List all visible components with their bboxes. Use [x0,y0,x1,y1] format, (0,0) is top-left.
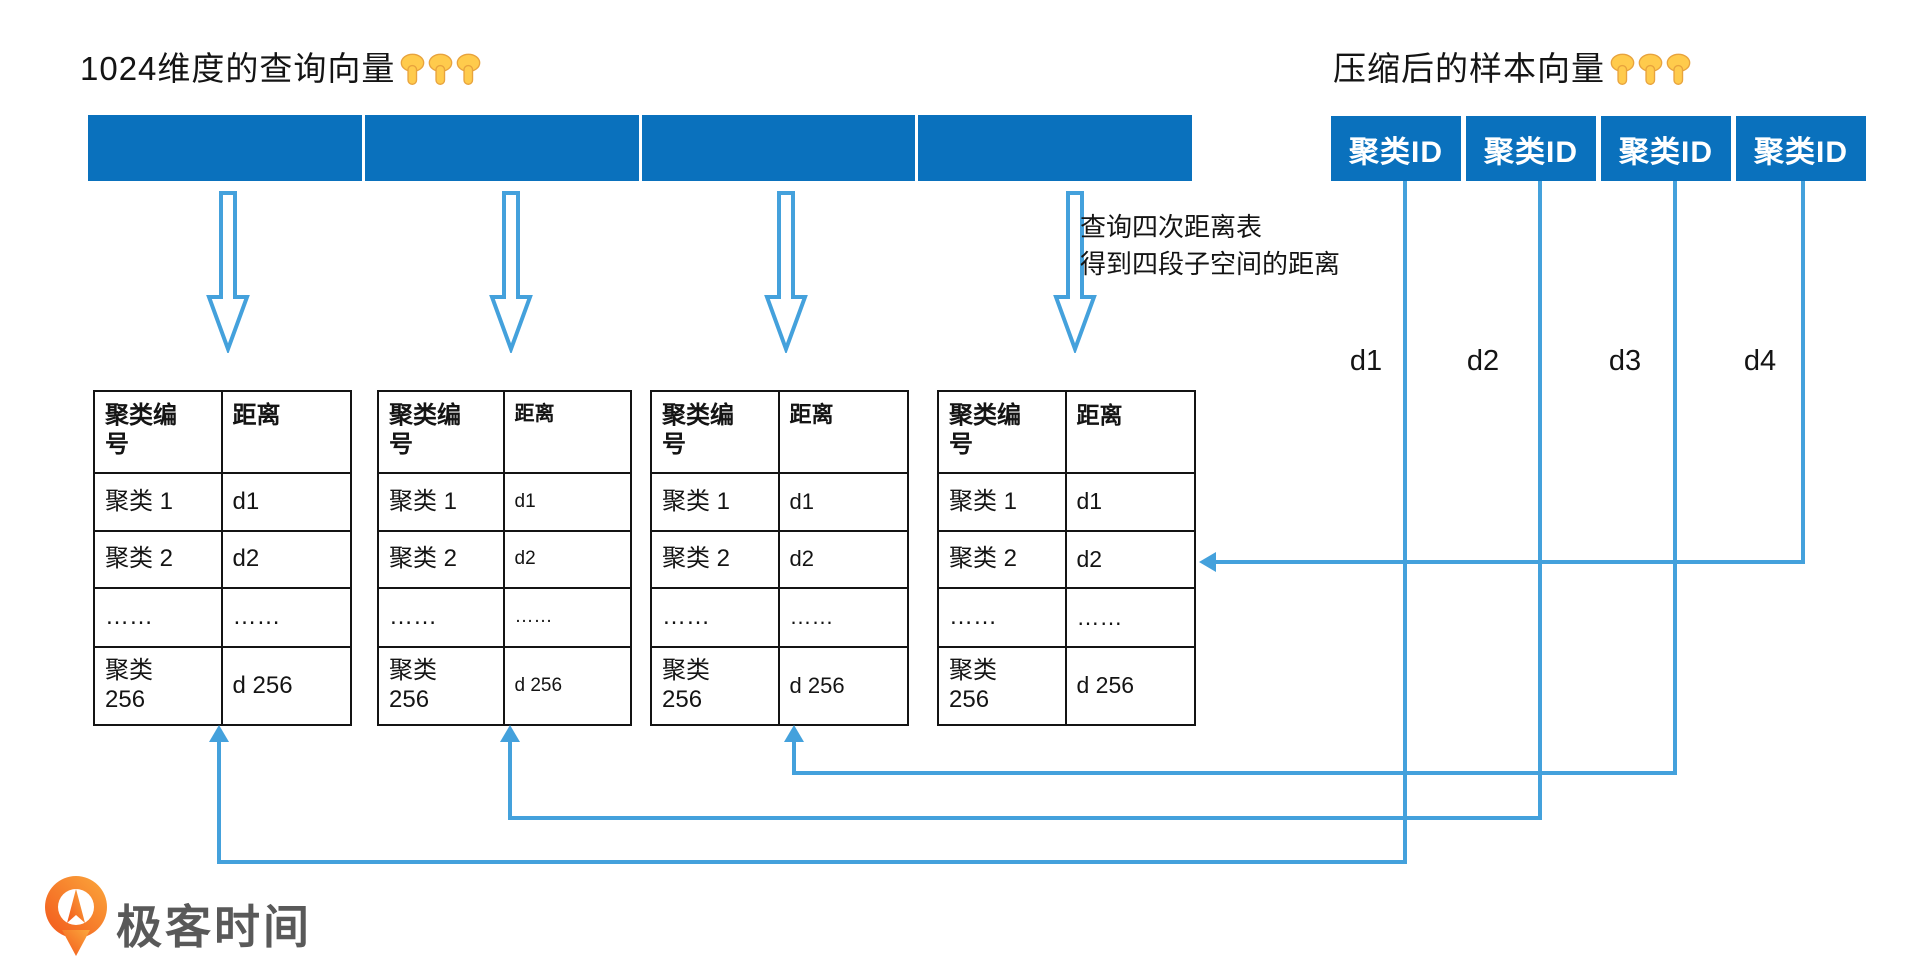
table-2-row-2-cluster: 聚类 2 [379,532,505,589]
table-3-row-1-distance: d1 [779,474,907,532]
cluster-id-cell-2: 聚类ID [1466,116,1596,181]
query-vector-segment-2 [364,115,639,181]
pointing-down-emoji [455,53,482,87]
geektime-brand-text: 极客时间 [116,901,312,953]
table-1-row-4-distance: d 256 [232,671,293,699]
down-arrow-icon [489,191,533,355]
table-3-header-cluster-number: 聚类编 号 [652,392,780,474]
annotation-line-1: 查询四次距离表 [1080,212,1263,242]
geektime-logo [42,874,110,965]
table-2-row-1-distance: d1 [504,474,630,532]
down-arrow-icon [764,191,808,355]
down-arrow-icon [206,191,250,355]
table-4-row-1-distance: d1 [1066,474,1194,532]
pointing-down-hands [1609,53,1692,87]
connector-id3-riser [792,741,796,775]
lookup-annotation: 查询四次距离表 得到四段子空间的距离 [1080,209,1340,283]
sample-vector-title: 压缩后的样本向量 [1333,50,1605,87]
table-2-row-1-cluster: 聚类 1 [379,474,505,532]
table-4-row-4-cluster: 聚类 256 [939,648,1067,724]
table-2-row-3-cluster: …… [379,589,505,648]
table-4-row-3-cluster: …… [939,589,1067,648]
table-4-header-cluster-number: 聚类编 号 [939,392,1067,474]
query-vector-segment-4 [918,115,1192,181]
table-1-row-2-distance: d2 [222,532,350,589]
table-2-header-distance: 距离 [504,392,630,474]
distance-label-d2: d2 [1466,345,1500,377]
cluster-id-cell-4: 聚类ID [1736,116,1866,181]
geektime-pin-icon [42,874,110,965]
compressed-sample-vector: 聚类ID 聚类ID 聚类ID 聚类ID [1331,116,1866,181]
table-1-row-1-cluster: 聚类 1 [95,474,223,532]
connector-id1-vertical [1403,181,1407,864]
connector-id2-vertical [1538,181,1542,820]
table-1-row-3-distance: …… [222,589,350,648]
table-1-row-1-distance: d1 [222,474,350,532]
table-4-row-2-cluster: 聚类 2 [939,532,1067,589]
table-3-header-distance: 距离 [779,392,907,474]
table-2-row-2-distance: d2 [504,532,630,589]
table-1-row-2-cluster: 聚类 2 [95,532,223,589]
connector-id1-horizontal [217,860,1407,864]
pointing-down-hands [399,53,482,87]
connector-id3-horizontal [792,771,1677,775]
pointing-down-emoji [1609,53,1636,87]
pointing-down-emoji [399,53,426,87]
table-4-header-distance: 距离 [1066,392,1194,474]
table-3-row-4-cluster: 聚类 256 [652,648,780,724]
distance-label-d4: d4 [1743,345,1777,377]
table-4-row-4-distance: d 256 [1076,672,1135,699]
table-3-row-2-distance: d2 [779,532,907,589]
table-3-row-1-cluster: 聚类 1 [652,474,780,532]
query-vector-title-row: 1024维度的查询向量 [80,42,482,90]
distance-label-d1: d1 [1349,345,1383,377]
connector-id1-riser [217,741,221,864]
connector-id2-riser [508,741,512,820]
table-1-row-3-cluster: …… [95,589,223,648]
table-2-header-cluster-number: 聚类编 号 [379,392,505,474]
left-arrowhead-icon [1199,552,1216,572]
query-vector-segment-1 [88,115,362,181]
pointing-down-emoji [1665,53,1692,87]
connector-id4-horizontal [1214,560,1805,564]
table-3-row-3-cluster: …… [652,589,780,648]
table-4-row-2-distance: d2 [1066,532,1194,589]
table-2-row-3-distance: …… [504,589,630,648]
cluster-id-cell-3: 聚类ID [1601,116,1731,181]
connector-id2-horizontal [508,816,1542,820]
table-1-header-cluster-number: 聚类编 号 [95,392,223,474]
table-1-row-4-cluster: 聚类 256 [95,648,223,724]
pointing-down-emoji [1637,53,1664,87]
table-1-header-distance: 距离 [222,392,350,474]
up-arrowhead-icon [784,725,804,742]
table-2-row-4-distance: d 256 [514,674,563,696]
distance-label-d3: d3 [1608,345,1642,377]
table-4-row-1-cluster: 聚类 1 [939,474,1067,532]
pointing-down-emoji [427,53,454,87]
table-3-row-2-cluster: 聚类 2 [652,532,780,589]
table-3-row-4-distance: d 256 [789,672,845,698]
sample-vector-title-row: 压缩后的样本向量 [1333,42,1692,90]
query-vector-segment-3 [641,115,916,181]
connector-id4-vertical [1801,181,1805,564]
table-4-row-3-distance: …… [1066,589,1194,648]
query-vector-title: 1024维度的查询向量 [80,50,396,87]
connector-id3-vertical [1673,181,1677,775]
up-arrowhead-icon [500,725,520,742]
cluster-id-cell-1: 聚类ID [1331,116,1461,181]
query-vector-bar [88,115,1192,181]
down-arrow-icon [1053,191,1097,355]
table-3-row-3-distance: …… [779,589,907,648]
table-2-row-4-cluster: 聚类 256 [379,648,505,724]
annotation-line-2: 得到四段子空间的距离 [1080,249,1341,279]
up-arrowhead-icon [209,725,229,742]
